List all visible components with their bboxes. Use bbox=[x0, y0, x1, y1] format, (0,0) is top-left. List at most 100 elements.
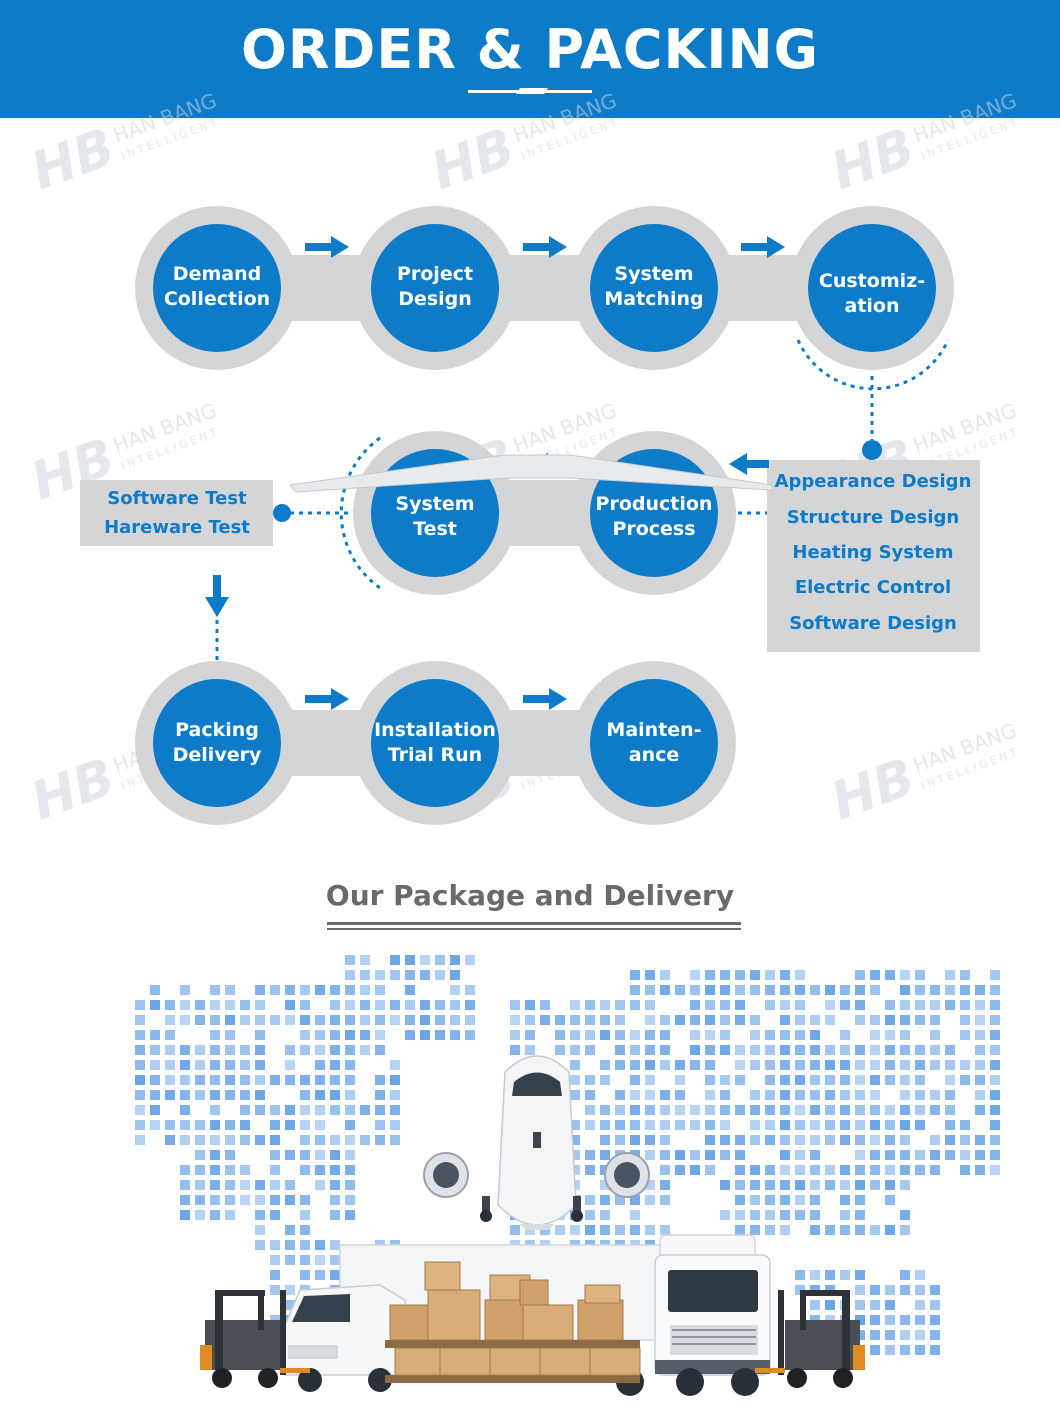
map-dot bbox=[990, 1060, 1000, 1070]
map-dot bbox=[315, 1240, 325, 1250]
map-dot bbox=[315, 1060, 325, 1070]
map-dot bbox=[795, 1135, 805, 1145]
map-dot bbox=[180, 1165, 190, 1175]
map-dot bbox=[825, 1000, 835, 1010]
map-dot bbox=[975, 985, 985, 995]
map-dot bbox=[255, 1195, 265, 1205]
map-dot bbox=[660, 1120, 670, 1130]
map-dot bbox=[285, 985, 295, 995]
map-dot bbox=[795, 1030, 805, 1040]
map-dot bbox=[750, 985, 760, 995]
map-dot bbox=[750, 1195, 760, 1205]
map-dot bbox=[765, 1090, 775, 1100]
map-dot bbox=[555, 1030, 565, 1040]
map-dot bbox=[750, 1180, 760, 1190]
map-dot bbox=[810, 1015, 820, 1025]
map-dot bbox=[855, 1285, 865, 1295]
map-dot bbox=[195, 1135, 205, 1145]
map-dot bbox=[990, 1015, 1000, 1025]
map-dot bbox=[345, 1015, 355, 1025]
map-dot bbox=[570, 1060, 580, 1070]
map-dot bbox=[750, 1015, 760, 1025]
map-dot bbox=[570, 1165, 580, 1175]
map-dot bbox=[945, 1150, 955, 1160]
map-dot bbox=[540, 1015, 550, 1025]
map-dot bbox=[885, 1030, 895, 1040]
map-dot bbox=[375, 1090, 385, 1100]
cardboard-boxes-icon bbox=[385, 1261, 641, 1383]
map-dot bbox=[600, 1120, 610, 1130]
map-dot bbox=[840, 1180, 850, 1190]
map-dot bbox=[570, 1225, 580, 1235]
design-item: Heating System bbox=[792, 542, 953, 563]
map-dot bbox=[255, 1240, 265, 1250]
map-dot bbox=[660, 1060, 670, 1070]
map-dot bbox=[390, 955, 400, 965]
map-dot bbox=[870, 1345, 880, 1355]
map-dot bbox=[210, 1075, 220, 1085]
airplane-icon bbox=[289, 454, 773, 1230]
test-item: Hareware Test bbox=[104, 517, 250, 538]
map-dot bbox=[720, 1030, 730, 1040]
map-dot bbox=[465, 985, 475, 995]
step-circle bbox=[590, 679, 718, 807]
map-dot bbox=[765, 1195, 775, 1205]
map-dot bbox=[870, 1300, 880, 1310]
map-dot bbox=[570, 1000, 580, 1010]
map-dot bbox=[825, 1090, 835, 1100]
map-dot bbox=[720, 1180, 730, 1190]
map-dot bbox=[330, 1015, 340, 1025]
map-dot bbox=[345, 1030, 355, 1040]
map-dot bbox=[630, 1075, 640, 1085]
map-dot bbox=[870, 1105, 880, 1115]
map-dot bbox=[780, 1045, 790, 1055]
map-dot bbox=[240, 1180, 250, 1190]
map-dot bbox=[330, 1000, 340, 1010]
map-dot bbox=[675, 1150, 685, 1160]
map-dot bbox=[885, 970, 895, 980]
map-dot bbox=[225, 1000, 235, 1010]
map-dot bbox=[825, 1270, 835, 1280]
map-dot bbox=[360, 1000, 370, 1010]
map-dot bbox=[165, 1045, 175, 1055]
map-dot bbox=[270, 1105, 280, 1115]
map-dot bbox=[885, 1225, 895, 1235]
test-list-box: Software Test Hareware Test bbox=[80, 480, 273, 546]
map-dot bbox=[240, 1105, 250, 1115]
map-dot bbox=[360, 1030, 370, 1040]
map-dot bbox=[660, 1195, 670, 1205]
map-dot bbox=[615, 1195, 625, 1205]
map-dot bbox=[765, 985, 775, 995]
map-dot bbox=[810, 1225, 820, 1235]
map-dot bbox=[285, 1150, 295, 1160]
map-dot bbox=[210, 1015, 220, 1025]
map-dot bbox=[585, 1075, 595, 1085]
map-dot bbox=[165, 1075, 175, 1085]
map-dot bbox=[375, 1105, 385, 1115]
map-dot bbox=[750, 1135, 760, 1145]
map-dot bbox=[300, 1165, 310, 1175]
map-dot bbox=[315, 1150, 325, 1160]
map-dot bbox=[780, 1075, 790, 1085]
map-dot bbox=[900, 1210, 910, 1220]
map-dot bbox=[900, 1270, 910, 1280]
map-dot bbox=[240, 1135, 250, 1145]
map-dot bbox=[945, 1045, 955, 1055]
map-dot bbox=[180, 1015, 190, 1025]
map-dot bbox=[270, 1270, 280, 1280]
map-dot bbox=[585, 1090, 595, 1100]
map-dot bbox=[765, 1225, 775, 1235]
map-dot bbox=[870, 1090, 880, 1100]
map-dot bbox=[720, 1015, 730, 1025]
map-dot bbox=[570, 1075, 580, 1085]
map-dot bbox=[195, 1060, 205, 1070]
map-dot bbox=[705, 1000, 715, 1010]
map-dot bbox=[915, 985, 925, 995]
map-dot bbox=[465, 1030, 475, 1040]
map-dot bbox=[855, 1135, 865, 1145]
design-item: Appearance Design bbox=[775, 471, 972, 492]
map-dot bbox=[915, 1120, 925, 1130]
